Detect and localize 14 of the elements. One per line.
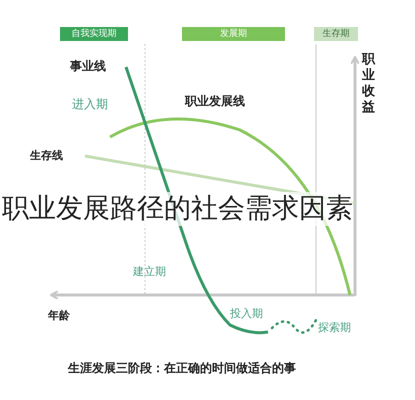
axis-label: 职业收益: [362, 52, 376, 116]
title-text: 职业发展路径的社会需求因素: [2, 192, 353, 226]
curve-label: 职业发展线: [185, 93, 245, 110]
stage-label: 进入期: [72, 96, 108, 113]
stage-label: 探索期: [318, 320, 351, 335]
caption-text: 生涯发展三阶段：在正确的时间做适合的事: [68, 360, 296, 377]
curve-label: 事业线: [70, 58, 106, 75]
axis-label: 年龄: [48, 308, 70, 323]
stage-band: 生存期: [314, 27, 358, 41]
curve-label: 生存线: [30, 148, 63, 163]
stage-band: 自我实现期: [60, 27, 128, 41]
stage-band: 发展期: [182, 27, 285, 41]
stage-label: 投入期: [230, 306, 263, 321]
stage-label: 建立期: [133, 264, 166, 279]
